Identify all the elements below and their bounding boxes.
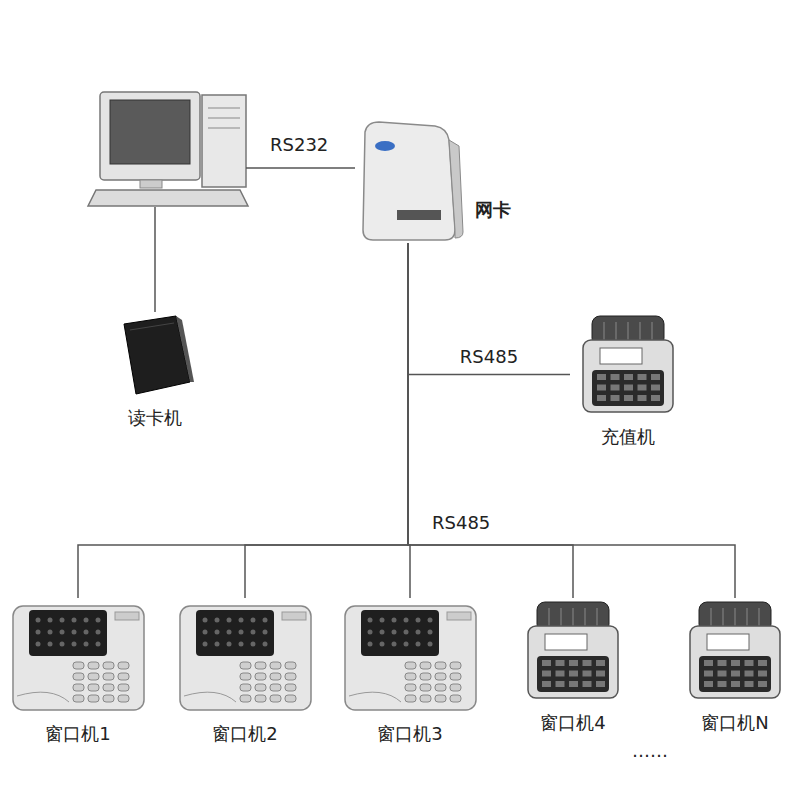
- reader-wire: [154, 207, 156, 312]
- device-label: 窗口机1: [45, 723, 110, 745]
- device-node: 读卡机: [100, 312, 210, 429]
- signal-label: RS232: [268, 134, 330, 156]
- rs485-connector: [245, 243, 408, 598]
- device-label: 窗口机3: [377, 723, 442, 745]
- device-node: 窗口机2: [175, 598, 315, 745]
- device-icon: [523, 598, 623, 702]
- device-icon: [685, 598, 785, 702]
- signal-label: RS485: [458, 346, 520, 368]
- rs232-wire: [246, 167, 355, 169]
- device-icon: [343, 598, 478, 713]
- device-icon: [11, 598, 146, 713]
- signal-label: RS485: [430, 512, 492, 534]
- device-icon: [110, 312, 200, 397]
- drive-bay: [208, 128, 240, 129]
- device-node: 窗口机3: [340, 598, 480, 745]
- monitor-screen: [110, 100, 190, 164]
- device-label: 窗口机N: [701, 712, 768, 734]
- device-label: 窗口机2: [212, 723, 277, 745]
- rs485-connector: [408, 243, 735, 598]
- monitor-stand: [140, 180, 162, 188]
- monitor: [100, 92, 200, 180]
- rs485-connector: [78, 243, 408, 598]
- device-icon: [578, 312, 678, 416]
- device-node: 窗口机4: [518, 598, 628, 734]
- device-label: 读卡机: [128, 407, 182, 429]
- ellipsis-label: ……: [630, 740, 670, 762]
- device-node: 网卡: [355, 118, 515, 243]
- device-icon: [178, 598, 313, 713]
- device-label: 充值机: [601, 426, 655, 448]
- device-label: 网卡: [475, 199, 511, 221]
- device-node: 充值机: [570, 312, 685, 448]
- device-node: 窗口机N: [680, 598, 790, 734]
- device-node: 窗口机1: [8, 598, 148, 745]
- keyboard: [88, 190, 248, 206]
- device-icon: [355, 118, 465, 243]
- device-label: 窗口机4: [540, 712, 605, 734]
- pc-tower: [202, 95, 246, 187]
- drive-bay: [208, 118, 240, 119]
- rs485-connector: [408, 243, 570, 374]
- drive-bay: [208, 108, 240, 109]
